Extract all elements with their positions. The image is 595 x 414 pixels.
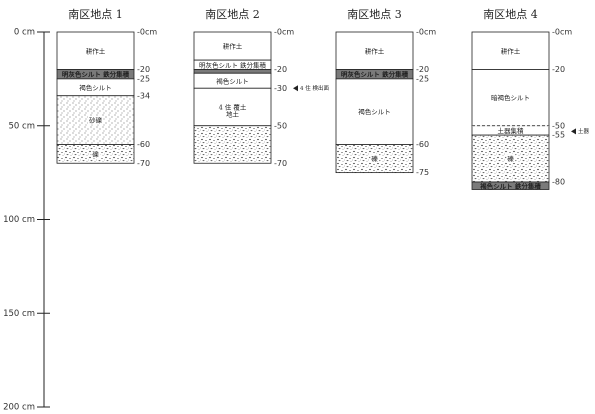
depth-label: -30 — [274, 84, 287, 93]
depth-label: -0cm — [137, 28, 157, 37]
site-title: 南区地点 2 — [205, 8, 260, 21]
marker-arrow-icon — [293, 85, 298, 92]
depth-label: -20 — [416, 65, 429, 74]
layer-label: 明灰色シルト 鉄分集積 — [62, 70, 130, 79]
depth-label: -75 — [416, 168, 429, 177]
layer-white — [193, 31, 272, 61]
layer-label: 明灰色シルト 鉄分集積 — [341, 70, 409, 79]
axis-tick-label: 50 cm — [9, 121, 35, 131]
site-title: 南区地点 1 — [68, 8, 123, 21]
depth-label: -34 — [137, 91, 150, 100]
depth-label: -55 — [552, 131, 565, 140]
depth-label: -0cm — [552, 28, 572, 37]
label-backing — [506, 154, 516, 164]
depth-label: -20 — [137, 65, 150, 74]
layer-label: 砂礫 — [89, 116, 103, 125]
layer-dark — [193, 69, 272, 74]
layer-label: 地土 — [226, 110, 240, 119]
layer-gravel — [193, 125, 272, 164]
label-backing — [370, 154, 380, 164]
depth-label: -80 — [552, 178, 565, 187]
site-title: 南区地点 3 — [347, 8, 402, 21]
label-backing — [91, 149, 101, 159]
axis-tick-label: 150 cm — [3, 309, 35, 319]
depth-label: -60 — [137, 140, 150, 149]
layer-label: 暗褐色シルト — [491, 93, 530, 102]
depth-label: -20 — [552, 65, 565, 74]
layer-white — [471, 31, 550, 70]
layer-label: 土器集積 — [498, 126, 525, 135]
depth-label: -25 — [416, 74, 429, 83]
depth-label: -25 — [137, 74, 150, 83]
marker-label: 4 住 検出面 — [300, 84, 329, 92]
layer-label: 礫 — [507, 154, 514, 163]
depth-label: -20 — [274, 65, 287, 74]
marker-label: 土器 — [578, 127, 590, 135]
depth-label: -50 — [274, 121, 287, 130]
layer-label: 褐色シルト 鉄分集積 — [479, 181, 541, 190]
layer-dark — [471, 181, 550, 190]
layer-label: 耕作土 — [86, 46, 106, 55]
layer-label: 4 住 覆土 — [219, 103, 247, 112]
label-backing — [88, 115, 104, 125]
layer-label: 明灰色シルト 鉄分集積 — [199, 60, 267, 69]
depth-label: -0cm — [274, 28, 294, 37]
depth-label: -50 — [552, 121, 565, 130]
site-title: 南区地点 4 — [483, 8, 538, 21]
layer-label: 礫 — [371, 154, 378, 163]
depth-axis: 0 cm 50 cm 100 cm 150 cm 200 cm — [3, 28, 50, 413]
layer-label: 耕作土 — [501, 46, 521, 55]
marker-arrow-icon — [571, 128, 576, 135]
depth-label: -60 — [416, 140, 429, 149]
layer-label: 褐色シルト — [216, 76, 249, 85]
depth-label: -0cm — [416, 28, 436, 37]
axis-tick-label: 100 cm — [3, 215, 35, 225]
layer-label: 耕作土 — [365, 46, 385, 55]
layer-label: 礫 — [92, 149, 99, 158]
depth-label: -70 — [137, 159, 150, 168]
axis-tick-label: 0 cm — [14, 28, 35, 38]
layer-white — [193, 87, 272, 127]
layer-label: 褐色シルト — [358, 107, 391, 116]
depth-label: -70 — [274, 159, 287, 168]
axis-tick-label: 200 cm — [3, 403, 35, 413]
layer-label: 耕作土 — [223, 42, 243, 51]
layer-label: 褐色シルト — [79, 83, 112, 92]
